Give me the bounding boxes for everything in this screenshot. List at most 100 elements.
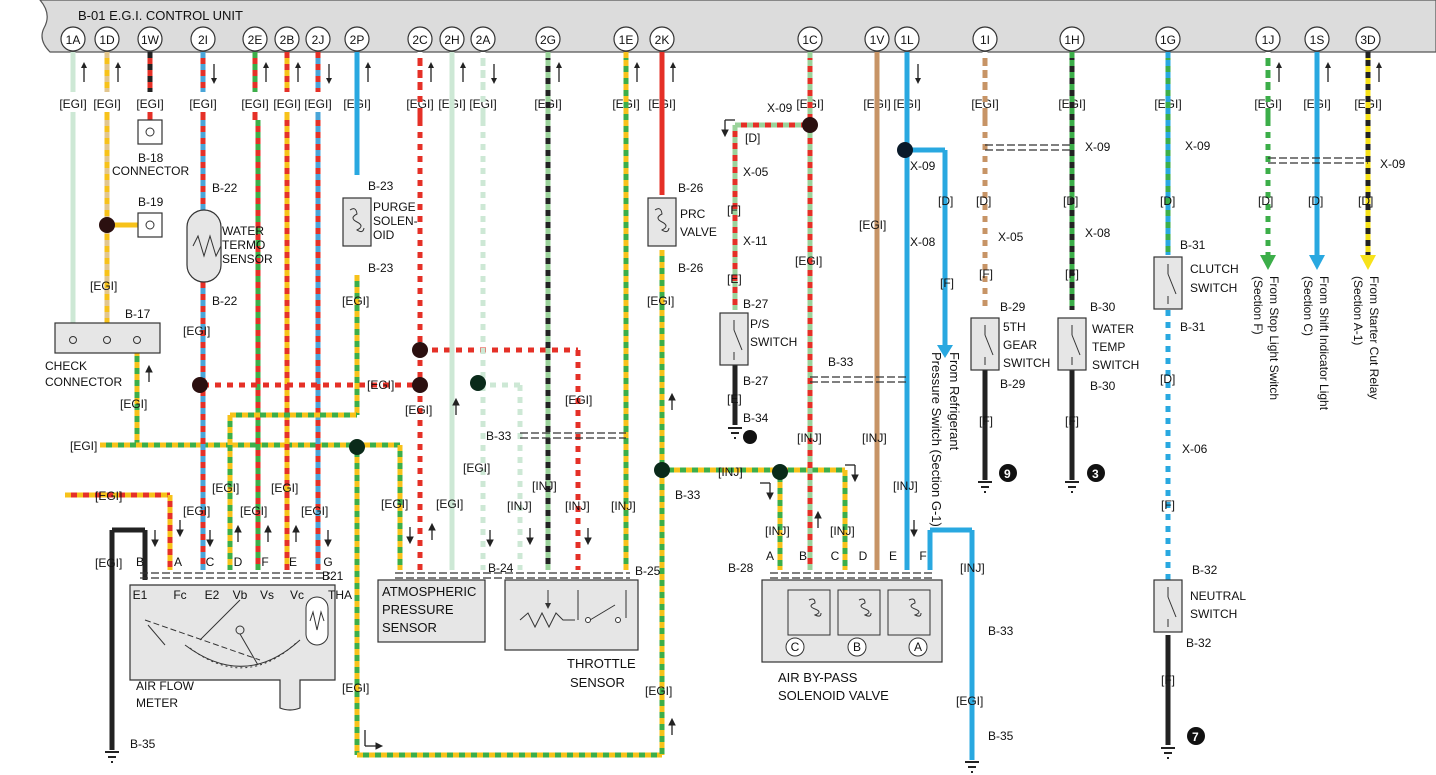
tag-d: [D]	[976, 194, 991, 208]
b31-id-top: B-31	[1180, 238, 1206, 252]
afm-term-vb: Vb	[233, 588, 248, 602]
b30-label3: SWITCH	[1092, 358, 1139, 372]
b31-clutch-switch: B-31 B-31 CLUTCH SWITCH	[1153, 238, 1239, 334]
pin-circle	[274, 26, 300, 52]
stop-line2: (Section F)	[1251, 276, 1265, 335]
pin-id: 1E	[619, 33, 634, 47]
starter-line2: (Section A-1)	[1351, 276, 1365, 345]
b33-id: B-33	[828, 355, 854, 369]
b26-id-top: B-26	[678, 181, 704, 195]
b17-check-connector: B-17 CHECK CONNECTOR	[45, 307, 161, 389]
tag-inj: [INJ]	[830, 524, 855, 538]
tag-egi: [EGI]	[956, 694, 983, 708]
conn-x09: X-09	[1380, 157, 1406, 171]
pin-circle	[864, 26, 890, 52]
stop-line1: From Stop Light Switch	[1267, 276, 1281, 400]
b17-id: B-17	[125, 307, 151, 321]
ground-badge-7	[1187, 727, 1205, 745]
pin-id: 1C	[802, 33, 818, 47]
b30-id-bottom: B-30	[1090, 379, 1116, 393]
tag-egi: [EGI]	[367, 378, 394, 392]
bypass-pin-a: A	[766, 549, 774, 563]
b27-label1: P/S	[750, 317, 769, 331]
b23-id-top: B-23	[368, 179, 394, 193]
tag-egi: [EGI]	[405, 403, 432, 417]
tag-egi: [EGI]	[645, 684, 672, 698]
conn-x11: X-11	[743, 234, 768, 248]
tag-e: [E]	[727, 272, 742, 286]
pin-tag: [EGI]	[273, 97, 300, 111]
tag-f: [F]	[1065, 414, 1079, 428]
tag-egi: [EGI]	[565, 393, 592, 407]
tag-egi: [EGI]	[381, 497, 408, 511]
pin-id: 2K	[655, 33, 670, 47]
tag-f: [F]	[979, 267, 993, 281]
pin-circle	[60, 26, 86, 52]
b24-label2: PRESSURE	[382, 602, 454, 617]
b28-air-bypass-solenoid-valve: B-28 AIR BY-PASS SOLENOID VALVE	[728, 561, 943, 703]
pin-id: 2I	[198, 33, 208, 47]
afm-pin-d: D	[234, 555, 243, 569]
b29-id-bottom: B-29	[1000, 377, 1026, 391]
bypass-coil-b: B	[847, 637, 867, 657]
arrow-up-icon	[1276, 62, 1282, 82]
b19-id: B-19	[138, 195, 164, 209]
tag-f: [F]	[940, 276, 954, 290]
tag-inj: [INJ]	[565, 499, 590, 513]
pin-id: 1S	[1310, 33, 1325, 47]
tag-inj: [INJ]	[893, 479, 918, 493]
b23-label2: SOLEN-	[373, 214, 418, 228]
junction-dot	[470, 375, 486, 391]
pin-circle	[1355, 26, 1381, 52]
pin-1d: 1D[EGI]	[93, 26, 121, 120]
tag-egi: [EGI]	[342, 681, 369, 695]
b24-label3: SENSOR	[382, 620, 437, 635]
junction-dots	[99, 117, 913, 480]
b31-label1: CLUTCH	[1190, 262, 1239, 276]
b27-id-bottom: B-27	[743, 374, 769, 388]
shift-line1: From Shift Indicator Light	[1317, 276, 1331, 411]
b23-id-bottom: B-23	[368, 261, 394, 275]
tag-egi: [EGI]	[120, 397, 147, 411]
stop-reference: From Stop Light Switch (Section F)	[1251, 255, 1281, 400]
conn-x08: X-08	[910, 235, 936, 249]
tag-egi: [EGI]	[795, 254, 822, 268]
ground-badge-3	[1087, 464, 1105, 482]
b28-id: B-28	[728, 561, 754, 575]
ground-3-label: 3	[1092, 467, 1099, 481]
b32-neutral-switch: B-32 B-32 NEUTRAL SWITCH	[1153, 563, 1246, 650]
pin-id: 1H	[1064, 33, 1079, 47]
afm-pin-a: A	[174, 555, 182, 569]
junction-dot	[99, 217, 115, 233]
tag-egi: [EGI]	[859, 218, 886, 232]
pin-tag: [EGI]	[59, 97, 86, 111]
junction-dot	[654, 462, 670, 478]
tag-f: [F]	[727, 203, 741, 217]
tag-egi: [EGI]	[95, 489, 122, 503]
tag-d: [D]	[745, 131, 760, 145]
afm-pin-c: C	[206, 555, 215, 569]
tag-f: [F]	[1161, 498, 1175, 512]
tag-inj: [INJ]	[862, 431, 887, 445]
tag-d: [D]	[1160, 372, 1175, 386]
b32-id-top: B-32	[1192, 563, 1218, 577]
tag-d: [D]	[1358, 194, 1373, 208]
pin-id: 1D	[99, 33, 115, 47]
afm-pin-b: B	[136, 555, 144, 569]
pin-circle	[190, 26, 216, 52]
b28-label1: AIR BY-PASS	[778, 670, 858, 685]
junction-dot	[897, 142, 913, 158]
junction-dot	[412, 342, 428, 358]
pin-1a: 1A[EGI]	[59, 26, 87, 120]
b22-label2: TERMO	[222, 238, 265, 252]
arrow-up-icon	[634, 62, 640, 82]
b26-label2: VALVE	[680, 225, 717, 239]
b18-connector: B-18 CONNECTOR	[112, 119, 189, 178]
arrow-up-icon	[428, 62, 434, 82]
arrow-up-icon	[670, 62, 676, 82]
tag-egi: [EGI]	[95, 556, 122, 570]
b22-id-bottom: B-22	[212, 294, 238, 308]
bypass-pin-f: F	[919, 549, 926, 563]
b27-id-top: B-27	[743, 297, 769, 311]
pin-circle	[94, 26, 120, 52]
